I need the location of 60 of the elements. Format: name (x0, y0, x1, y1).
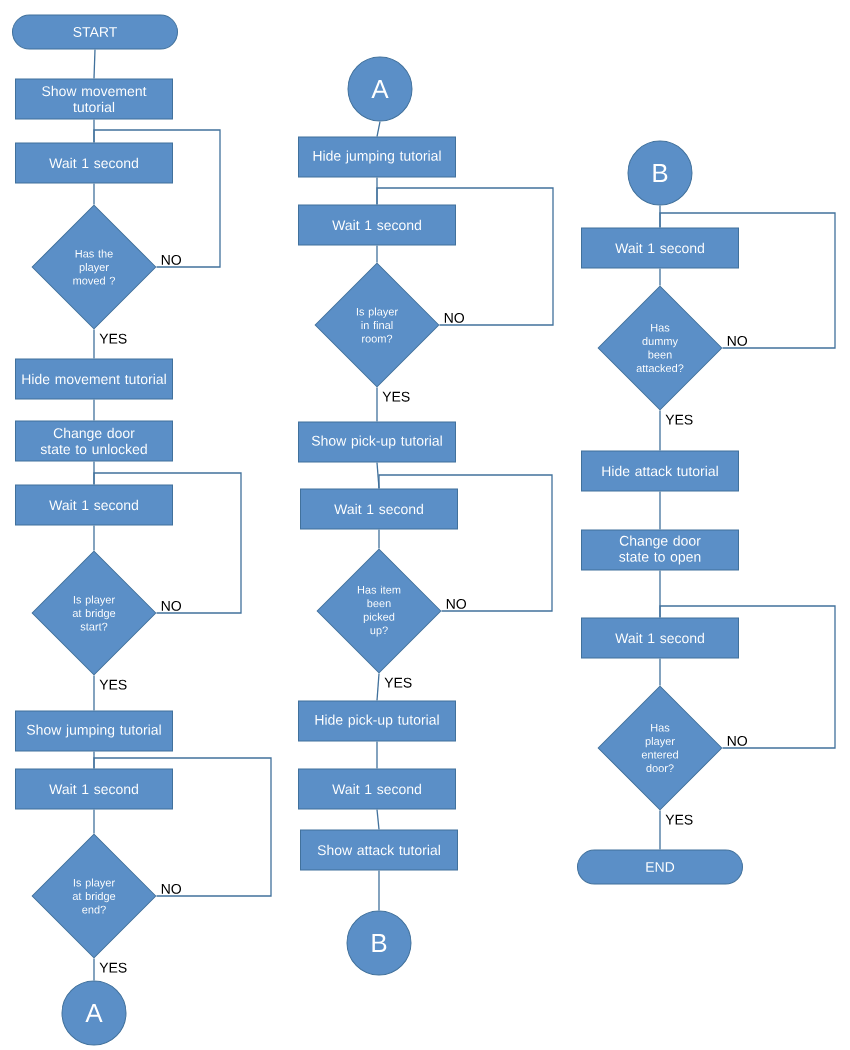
process-box: Show jumping tutorial (15, 710, 173, 752)
process-box: Wait 1 second (15, 768, 173, 810)
connector-line (659, 267, 661, 287)
connector-line (93, 674, 95, 712)
connector-line (376, 187, 554, 326)
connector-line (378, 474, 553, 612)
connector-line (93, 957, 95, 982)
connector-line (659, 605, 836, 749)
connector-line (378, 528, 380, 550)
process-box: Wait 1 second (298, 768, 456, 810)
process-box: Wait 1 second (15, 142, 173, 184)
process-box: Wait 1 second (581, 617, 739, 659)
process-box: Wait 1 second (300, 488, 458, 530)
process-box: Change door state to open (581, 529, 739, 571)
connector-line (93, 808, 95, 835)
edge-label: YES (99, 962, 127, 973)
edge-label: YES (384, 677, 412, 688)
connector-line (659, 657, 661, 687)
edge-label: NO (727, 335, 748, 346)
process-box: Hide pick-up tutorial (298, 700, 456, 742)
process-box: Change door state to unlocked (15, 420, 173, 462)
connector-line (376, 672, 380, 702)
edge-label: YES (99, 679, 127, 690)
connector-line (93, 48, 96, 80)
process-box: Hide jumping tutorial (298, 136, 456, 178)
process-box: Wait 1 second (581, 227, 739, 269)
connector-line (93, 129, 221, 268)
connector-line (93, 757, 272, 897)
connector-line (93, 328, 95, 360)
connector-line (376, 808, 380, 831)
edge-label: NO (444, 312, 465, 323)
edge-label: NO (161, 883, 182, 894)
connector-line (659, 490, 661, 531)
process-box: Show attack tutorial (300, 829, 458, 871)
connector-line (93, 524, 95, 552)
connector-line (376, 740, 378, 770)
connector-line (378, 869, 380, 912)
edge-label: YES (665, 814, 693, 825)
connector-line (93, 182, 95, 206)
edge-label: YES (665, 414, 693, 425)
process-box: Show movement tutorial (15, 78, 173, 120)
edge-label: YES (99, 333, 127, 344)
connector-line (376, 386, 378, 423)
edge-label: YES (382, 391, 410, 402)
process-box: Show pick-up tutorial (298, 421, 456, 463)
connector-line (659, 809, 661, 851)
edge-label: NO (161, 600, 182, 611)
process-box: Hide attack tutorial (581, 450, 739, 492)
edge-label: NO (161, 254, 182, 265)
process-box: Hide movement tutorial (15, 358, 173, 400)
connector-line (659, 409, 661, 452)
connector-line (93, 398, 95, 422)
connector-line (93, 472, 242, 614)
connector-line (376, 244, 378, 264)
edge-label: NO (727, 735, 748, 746)
process-box: Wait 1 second (298, 204, 456, 246)
connector-line (659, 212, 836, 349)
edge-label: NO (446, 598, 467, 609)
connector-line (376, 120, 381, 138)
process-box: Wait 1 second (15, 484, 173, 526)
